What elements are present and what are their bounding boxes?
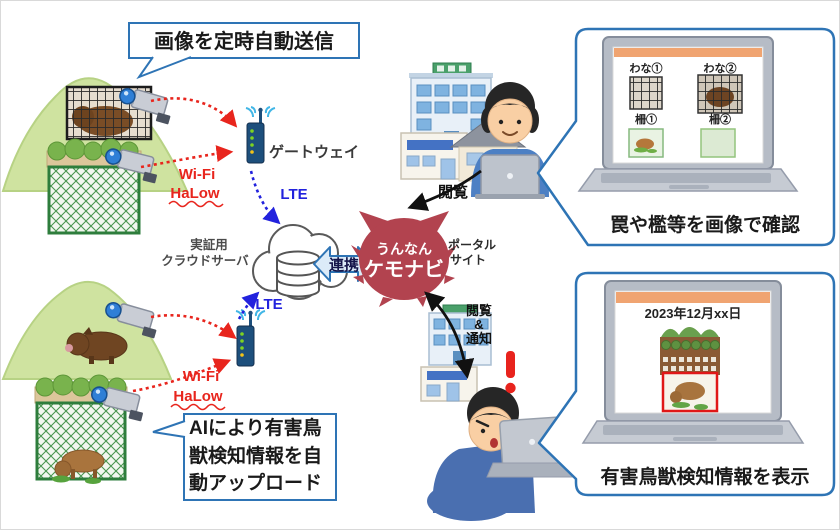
boar-icon: [65, 327, 128, 364]
browse-notify-label: 閲覧 & 通知: [466, 303, 492, 346]
wifi-halow-label-line2: HaLow: [173, 388, 223, 405]
database-icon: [276, 250, 320, 298]
link-label: 連携: [329, 256, 359, 274]
trap2-label: わな②: [704, 61, 737, 75]
wavy-underline: [170, 403, 226, 411]
logo-text-line2: ケモナビ: [364, 258, 444, 281]
logo-text-line1: うんなん: [376, 241, 432, 257]
cloud-label-line2: クラウドサーバ: [161, 254, 249, 268]
wifi-halow-label-line1: Wi-Fi: [183, 368, 220, 385]
trap2-thumbnail: [697, 74, 743, 114]
wifi-arrow: [150, 313, 237, 340]
portal-type-line2: サイト: [450, 253, 486, 267]
portal-logo: うんなん ケモナビ ポータル サイト: [351, 211, 496, 307]
exclamation-icon: [505, 351, 516, 394]
portal-type-line1: ポータル: [448, 237, 496, 252]
auto-send-callout: 画像を定時自動送信: [128, 22, 360, 80]
browse-notify-arrow: [424, 291, 475, 379]
laptop-icon: 2023年12月xx日: [581, 280, 805, 444]
screen-header-bar: [616, 292, 770, 303]
detection-box: [661, 371, 719, 413]
lte-arrow: [237, 291, 260, 320]
lte-arrow: [249, 170, 281, 225]
community-center-icon: [420, 366, 478, 402]
wavy-underline: [168, 200, 224, 208]
browse-label: 閲覧: [438, 183, 468, 201]
lte-label: LTE: [280, 186, 307, 203]
detection-date: 2023年12月xx日: [645, 306, 742, 321]
trap1-thumbnail: [629, 76, 663, 110]
angry-user-illustration: [427, 387, 582, 521]
wifi-arrow: [140, 145, 234, 169]
laptop-icon: わな① わな② 柵① 柵②: [577, 36, 799, 192]
wifi-halow-label-line2: HaLow: [170, 185, 220, 202]
browse-notify-line2: &: [474, 317, 483, 332]
trap-check-caption: 罠や檻等を画像で確認: [610, 213, 800, 236]
community-center-icon: [400, 132, 468, 180]
fence2-label: 柵②: [709, 112, 731, 126]
wifi-halow-links: Wi-Fi HaLow Wi-Fi HaLow: [132, 97, 238, 411]
trap-check-panel: わな① わな② 柵① 柵②: [536, 27, 836, 247]
laptop-icon: [475, 154, 545, 199]
deer-icon: [52, 449, 105, 484]
auto-send-label: 画像を定時自動送信: [154, 29, 334, 53]
ai-upload-callout: AIにより有害鳥獣検知情報を自動アップロード: [152, 413, 337, 501]
fence1-thumbnail: [628, 128, 664, 158]
lte-label: LTE: [255, 296, 282, 313]
lte-links: LTE LTE: [237, 170, 308, 320]
trap1-label: わな①: [630, 61, 663, 75]
cloud-label-line1: 実証用: [190, 237, 228, 252]
community-top: [400, 62, 549, 199]
browse-notify-line1: 閲覧: [466, 303, 492, 318]
browse-notify-line3: 通知: [466, 331, 492, 346]
gateway-label: ゲートウェイ: [269, 143, 359, 161]
screen-header-bar: [614, 48, 762, 57]
ai-upload-label: AIにより有害鳥獣検知情報を自動アップロード: [189, 418, 323, 495]
field-photo: [660, 327, 720, 413]
field-site-top: [1, 77, 189, 235]
browse-arrow: [407, 169, 482, 211]
field-site-bottom: [1, 281, 173, 484]
fence1-label: 柵①: [635, 112, 657, 126]
detection-panel: 2023年12月xx日: [537, 271, 836, 497]
wifi-halow-label-line1: Wi-Fi: [179, 166, 216, 183]
fence2-thumbnail: [700, 128, 736, 158]
detection-caption: 有害鳥獣検知情報を表示: [600, 465, 809, 488]
community-bottom: [420, 304, 582, 521]
